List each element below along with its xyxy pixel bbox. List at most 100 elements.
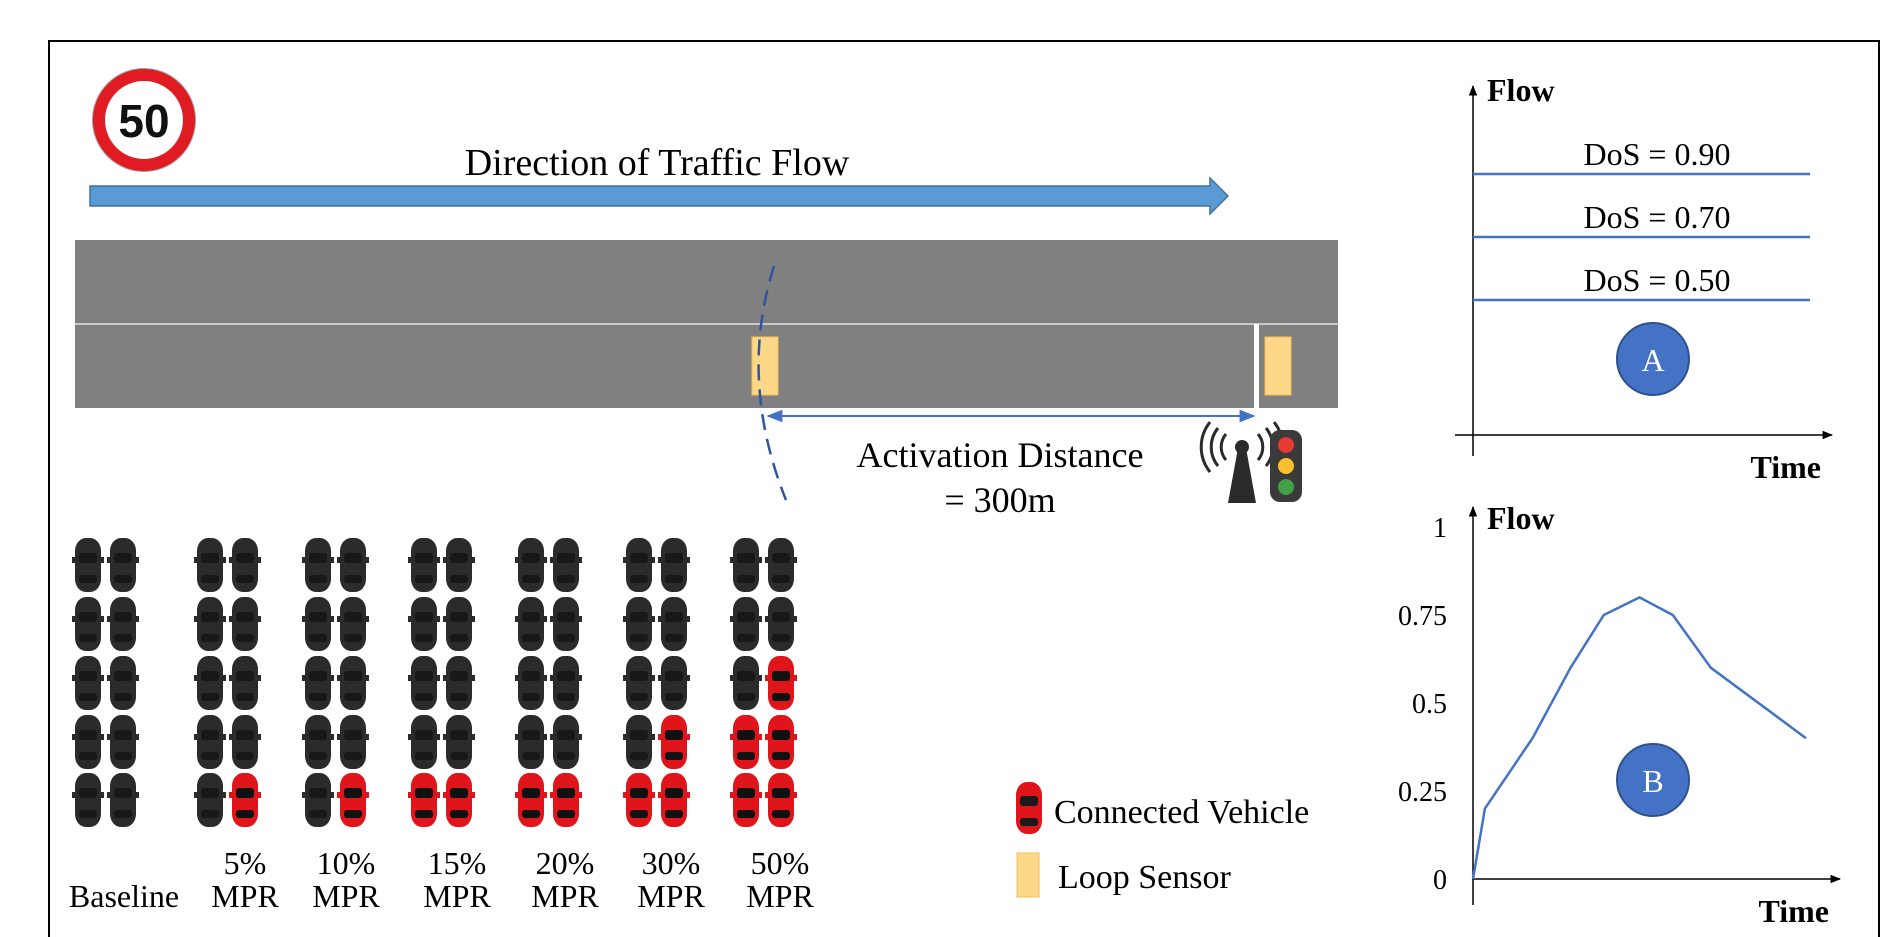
connected-vehicle-icon [623, 773, 655, 827]
legend-connected-vehicle-icon [1016, 782, 1042, 834]
scenario-label-top: 30% [642, 845, 701, 881]
traffic-light-icon [1270, 430, 1302, 502]
vehicle-icon [550, 538, 582, 592]
scenario-label-top: 50% [751, 845, 810, 881]
vehicle-grid-1 [194, 538, 261, 827]
legend-loop-sensor-label: Loop Sensor [1058, 859, 1232, 896]
vehicle-grid-4 [515, 538, 582, 827]
vehicle-icon [550, 597, 582, 651]
connected-vehicle-icon [515, 773, 547, 827]
vehicle-icon [515, 715, 547, 769]
roadside-unit-icon [1199, 421, 1285, 503]
diagram-frame [48, 40, 1880, 937]
vehicle-icon [550, 715, 582, 769]
vehicle-icon [550, 656, 582, 710]
connected-vehicle-icon [658, 773, 690, 827]
chart-b-ylabel: Flow [1487, 500, 1555, 536]
scenario-label-top: 10% [317, 845, 376, 881]
scenario-label-bottom: MPR [637, 878, 705, 914]
vehicle-icon [730, 538, 762, 592]
vehicle-icon [302, 597, 334, 651]
vehicle-icon [194, 656, 226, 710]
vehicle-icon [443, 715, 475, 769]
vehicle-icon [302, 773, 334, 827]
chart-a-badge [1616, 322, 1690, 396]
connected-vehicle-icon [408, 773, 440, 827]
connected-vehicle-icon [443, 773, 475, 827]
connected-vehicle-icon [765, 773, 797, 827]
legend: Connected Vehicle Loop Sensor [1016, 782, 1309, 898]
speed-limit-value: 50 [118, 95, 169, 147]
legend-loop-sensor-icon [1016, 852, 1040, 898]
vehicle-icon [623, 656, 655, 710]
vehicle-icon [408, 597, 440, 651]
vehicle-grids [72, 538, 797, 827]
vehicle-icon [443, 597, 475, 651]
scenario-label-bottom: Baseline [69, 878, 179, 914]
chart-a-xlabel: Time [1750, 449, 1821, 485]
chart-b-ytick-label: 0.5 [1412, 689, 1447, 720]
vehicle-icon [515, 656, 547, 710]
vehicle-icon [730, 656, 762, 710]
activation-distance-line1: Activation Distance [857, 435, 1144, 475]
vehicle-icon [623, 538, 655, 592]
chart-a-dos-label: DoS = 0.90 [1584, 136, 1731, 172]
vehicle-icon [302, 538, 334, 592]
vehicle-icon [730, 597, 762, 651]
vehicle-icon [658, 656, 690, 710]
vehicle-grid-0 [72, 538, 139, 827]
chart-a-ylabel: Flow [1487, 72, 1555, 108]
vehicle-icon [194, 715, 226, 769]
vehicle-icon [194, 773, 226, 827]
chart-b-ytick-label: 1 [1433, 513, 1447, 544]
vehicle-icon [658, 538, 690, 592]
vehicle-grid-5 [623, 538, 690, 827]
vehicle-icon [765, 597, 797, 651]
vehicle-icon [194, 597, 226, 651]
vehicle-grid-6 [730, 538, 797, 827]
vehicle-icon [229, 715, 261, 769]
scenario-label-bottom: MPR [312, 878, 380, 914]
scenario-label-bottom: MPR [423, 878, 491, 914]
vehicle-icon [302, 715, 334, 769]
vehicle-icon [408, 656, 440, 710]
vehicle-icon [194, 538, 226, 592]
chart-b-series-line [1471, 595, 1807, 880]
connected-vehicle-icon [337, 773, 369, 827]
vehicle-icon [515, 538, 547, 592]
vehicle-icon [658, 597, 690, 651]
connected-vehicle-icon [730, 715, 762, 769]
scenario-label-top: 5% [224, 845, 267, 881]
connected-vehicle-icon [730, 773, 762, 827]
chart-b-xlabel: Time [1758, 893, 1829, 929]
vehicle-icon [72, 597, 104, 651]
chart-b-ytick-label: 0.75 [1398, 601, 1447, 632]
vehicle-icon [337, 715, 369, 769]
vehicle-icon [72, 656, 104, 710]
scenario-label-top: 15% [428, 845, 487, 881]
connected-vehicle-icon [765, 715, 797, 769]
vehicle-icon [765, 538, 797, 592]
activation-boundary-arc [757, 265, 788, 501]
vehicle-grid-3 [408, 538, 475, 827]
vehicle-icon [337, 597, 369, 651]
activation-distance-line2: = 300m [944, 480, 1055, 520]
vehicle-icon [408, 538, 440, 592]
vehicle-icon [229, 656, 261, 710]
vehicle-icon [107, 597, 139, 651]
vehicle-icon [337, 538, 369, 592]
vehicle-icon [443, 538, 475, 592]
chart-a-dos-label: DoS = 0.50 [1584, 262, 1731, 298]
connected-vehicle-icon [765, 656, 797, 710]
vehicle-icon [229, 597, 261, 651]
vehicle-icon [72, 773, 104, 827]
chart-b-flow-profile: Flow Time 00.250.50.751 B [1398, 500, 1842, 929]
chart-b-ytick-label: 0.25 [1398, 777, 1447, 808]
vehicle-icon [229, 538, 261, 592]
scenario-label-bottom: MPR [746, 878, 814, 914]
scenario-labels: Baseline5%MPR10%MPR15%MPR20%MPR30%MPR50%… [69, 845, 815, 914]
connected-vehicle-icon [229, 773, 261, 827]
chart-b-ytick-label: 0 [1433, 865, 1447, 896]
